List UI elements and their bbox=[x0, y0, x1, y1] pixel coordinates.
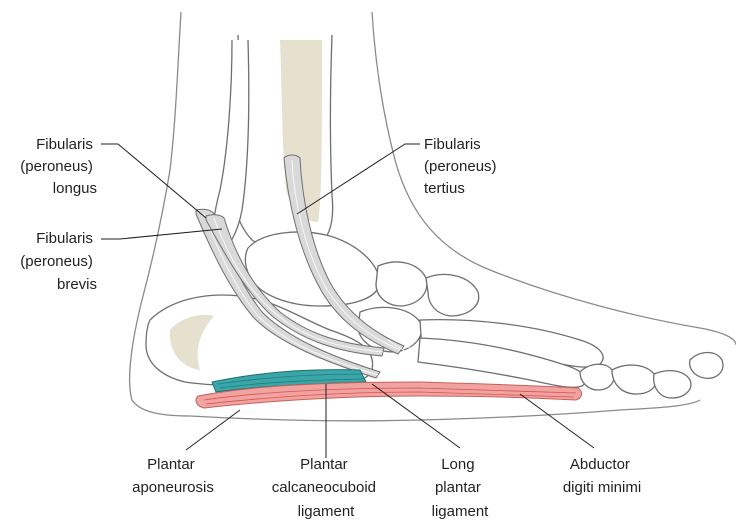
label-long-plantar: Long plantar ligament bbox=[432, 456, 490, 520]
label-fibularis-brevis: Fibularis (peroneus) brevis bbox=[20, 230, 97, 293]
phalanx-bones bbox=[580, 364, 614, 390]
label-fibularis-longus: Fibularis (peroneus) longus bbox=[20, 136, 97, 197]
cuneiform-bone bbox=[426, 274, 479, 316]
label-abductor-digiti-minimi: Abductor digiti minimi bbox=[563, 456, 641, 496]
label-plantar-aponeurosis: Plantar aponeurosis bbox=[132, 456, 214, 496]
leader-fibularis-brevis bbox=[101, 229, 222, 239]
label-plantar-calcaneocuboid: Plantar calcaneocuboid ligament bbox=[272, 456, 380, 520]
navicular-bone bbox=[376, 262, 427, 306]
label-fibularis-tertius: Fibularis (peroneus) tertius bbox=[424, 136, 501, 197]
foot-bones bbox=[146, 35, 723, 398]
leader-fibularis-longus bbox=[101, 144, 206, 218]
leader-abductor-digiti-minimi bbox=[520, 394, 594, 448]
